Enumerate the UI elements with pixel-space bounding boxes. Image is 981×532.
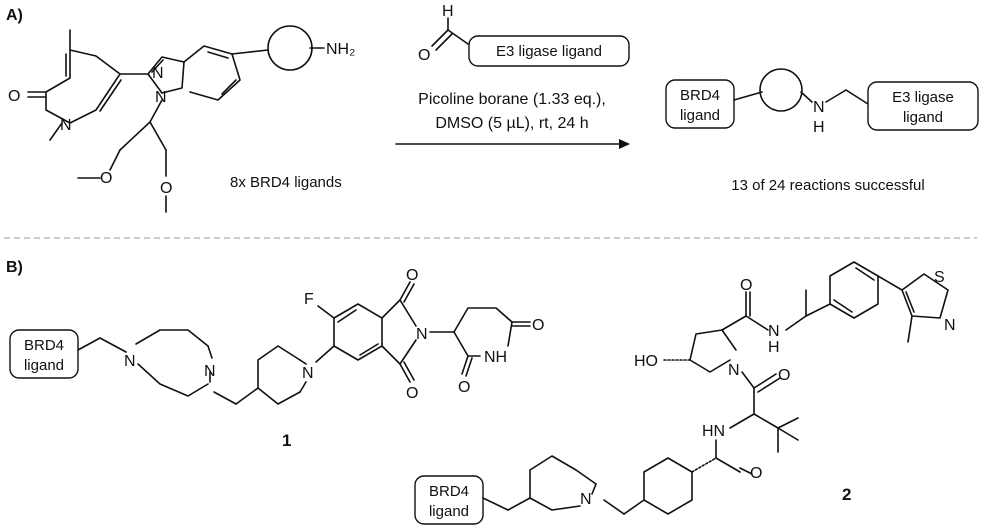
product-e3-line-2: ligand (903, 109, 943, 126)
product-amine-h-label: H (813, 119, 825, 136)
compound2-brd4-line-2: ligand (429, 503, 469, 520)
amine-nh2-label: NH₂ (326, 41, 355, 58)
piperidine-n-label: N (302, 365, 314, 382)
e3-ligase-ligand-label: E3 ligase ligand (496, 43, 602, 60)
imide-oxygen-top-label: O (406, 267, 418, 284)
methoxy-oxygen-label: O (100, 170, 112, 187)
compound1-linker-structure (77, 329, 335, 405)
imidazole-n1-label: N (155, 89, 167, 106)
imide-oxygen-bottom-label: O (406, 385, 418, 402)
pyridone-nitrogen-label: N (60, 117, 72, 134)
compound-2-number: 2 (842, 485, 851, 504)
compound1-brd4-line-2: ligand (24, 357, 64, 374)
compound2-brd4-line-1: BRD4 (429, 483, 469, 500)
compound1-brd4-line-1: BRD4 (24, 337, 64, 354)
compound2-brd4-box (414, 475, 484, 525)
product-brd4-line-2: ligand (680, 107, 720, 124)
carboxamide-h-label: H (768, 339, 780, 356)
panel-a-label: A) (6, 7, 23, 24)
e3-ligase-ligand-box (468, 35, 630, 67)
fluorine-label: F (304, 291, 314, 308)
panel-b-label: B) (6, 259, 23, 276)
aldehyde-hydrogen-label: H (442, 3, 454, 20)
proline-nitrogen-label: N (728, 362, 740, 379)
compound2-vhl-structure (482, 261, 949, 515)
product-brd4-ligand-box (665, 79, 735, 129)
success-summary: 13 of 24 reactions successful (731, 177, 924, 194)
aldehyde-oxygen-label: O (418, 47, 430, 64)
piperidine-n-label: N (580, 491, 592, 508)
imidazole-n3-label: N (152, 65, 164, 82)
proline-carbonyl-oxygen-label: O (778, 367, 790, 384)
reaction-arrowhead (619, 139, 630, 149)
condition-line-1: Picoline borane (1.33 eq.), (418, 91, 606, 108)
product-brd4-line-1: BRD4 (680, 87, 720, 104)
piperazine-n1-label: N (124, 353, 136, 370)
product-e3-ligase-box (867, 81, 979, 131)
carbonyl-oxygen-label: O (8, 88, 20, 105)
ligand-count-label: 8x BRD4 ligands (230, 174, 342, 191)
glutarimide-oxygen-label: O (532, 317, 544, 334)
compound1-brd4-box (9, 329, 79, 379)
aldehyde-reagent-structure (431, 17, 469, 51)
hydroxyl-label: HO (634, 353, 658, 370)
carboxamide-oxygen-label: O (740, 277, 752, 294)
product-e3-line-1: E3 ligase (892, 89, 954, 106)
brd4-ligand-scaffold-structure (27, 29, 269, 213)
compound1-thalidomide-structure (317, 281, 531, 383)
compound-1-number: 1 (282, 431, 291, 450)
amide-nh-label: HN (702, 423, 725, 440)
amide-oxygen-label: O (750, 465, 762, 482)
condition-line-2: DMSO (5 µL), rt, 24 h (435, 115, 588, 132)
product-ring-circle (759, 68, 803, 112)
generic-ring-circle (267, 25, 313, 71)
product-amine-n-label: N (813, 99, 825, 116)
thiazole-nitrogen-label: N (944, 317, 956, 334)
methoxy-oxygen-label: O (160, 180, 172, 197)
piperazine-n4-label: N (204, 363, 216, 380)
glutarimide-nh-label: NH (484, 349, 507, 366)
thiazole-sulfur-label: S (934, 269, 945, 286)
glutarimide-oxygen-label: O (458, 379, 470, 396)
carboxamide-n-label: N (768, 323, 780, 340)
imide-nitrogen-label: N (416, 326, 428, 343)
